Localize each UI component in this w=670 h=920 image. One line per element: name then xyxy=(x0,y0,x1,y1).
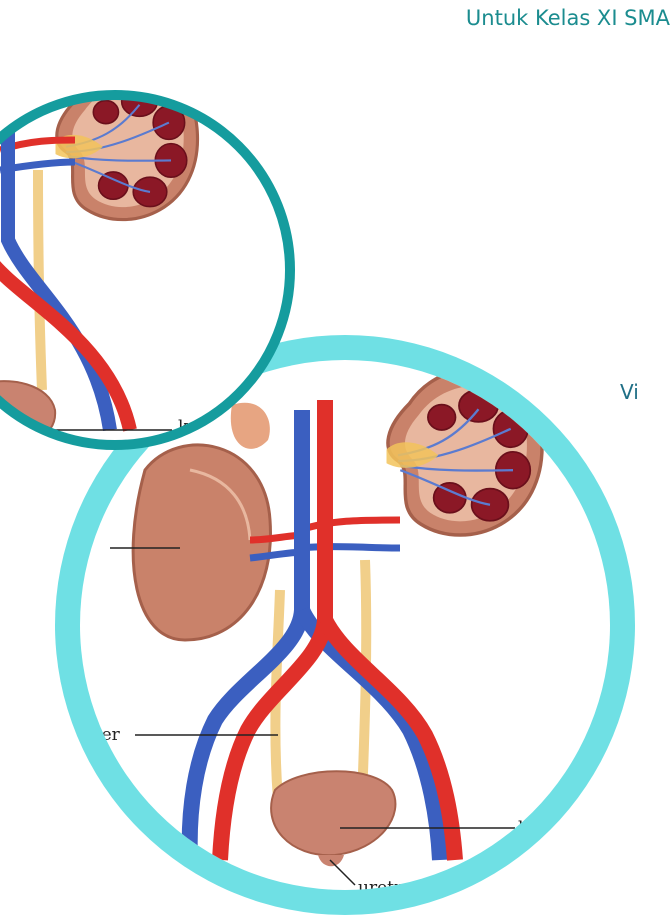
page-title: Untuk Kelas XI SMA xyxy=(390,6,670,30)
upper-urethra-pointer-line xyxy=(5,462,20,480)
upper-urethra-label: uretra xyxy=(22,475,76,495)
side-text: Vi xyxy=(620,380,670,410)
